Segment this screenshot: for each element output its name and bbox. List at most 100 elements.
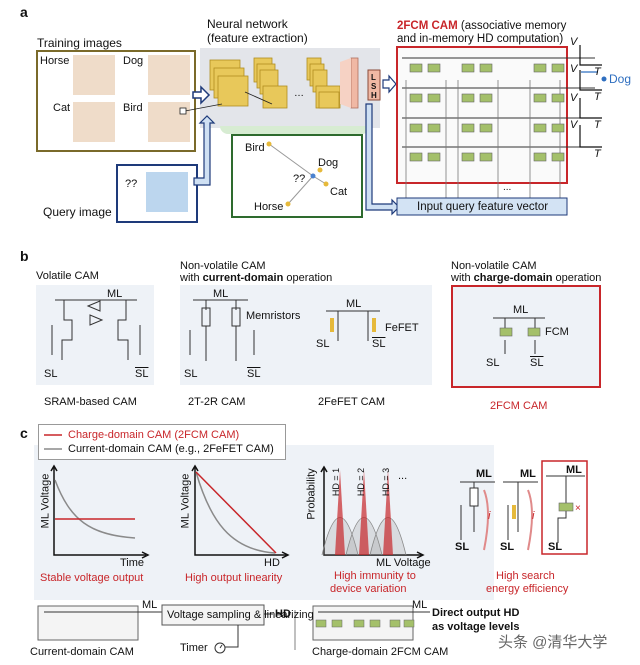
plot3-peak-1: HD = 1 xyxy=(331,467,342,497)
cam-title-rest: (associative memory xyxy=(457,20,567,32)
plot4-current-arrow-2 xyxy=(527,489,533,551)
nv-charge-bold: charge-domain xyxy=(473,272,553,284)
fcm-cell xyxy=(479,152,493,162)
current-domain-caption: Current-domain CAM xyxy=(30,646,134,658)
point-dog xyxy=(317,167,323,173)
nv-current-prefix: with xyxy=(180,272,203,284)
plot4-fcm-box xyxy=(541,460,588,555)
legend-box xyxy=(38,424,286,460)
plot2-caption: High output linearity xyxy=(185,572,283,584)
current-domain-panel xyxy=(180,285,432,385)
nv-current-bold: current-domain xyxy=(202,272,284,284)
fcm-cell xyxy=(409,93,423,103)
embed-label-dog: Dog xyxy=(318,157,339,169)
panel-a-label: a xyxy=(20,4,28,20)
plot3-peak-2: HD = 2 xyxy=(356,467,367,497)
training-label-bird: Bird xyxy=(123,102,143,114)
fcm-cells xyxy=(409,63,565,162)
nv-charge-prefix: with xyxy=(451,272,474,284)
fcm-cell xyxy=(479,93,493,103)
fcm-cell xyxy=(551,152,565,162)
caption-2t2r: 2T-2R CAM xyxy=(188,396,246,408)
fefet-gate-left xyxy=(330,318,334,332)
plot4-memristor xyxy=(469,487,479,507)
axis-v-4: V xyxy=(570,119,578,131)
nv-current-title-line2: with current-domain operation xyxy=(180,272,332,284)
fcm-cell xyxy=(479,63,493,73)
legend-current-label: Current-domain CAM (e.g., 2FeFET CAM) xyxy=(68,443,274,455)
charge-domain-caption: Charge-domain 2FCM CAM xyxy=(312,646,449,658)
arrow-training-to-nn xyxy=(192,85,211,105)
nv-current-suffix: operation xyxy=(283,272,333,284)
panel-c-label: c xyxy=(20,425,28,441)
narrow-distribution xyxy=(383,470,393,555)
nn-green-glow xyxy=(220,126,370,134)
narrow-distribution xyxy=(359,470,369,555)
axis-v-3: V xyxy=(570,92,578,104)
nv-current-title-line1: Non-volatile CAM xyxy=(180,260,266,272)
fcm-ml-label: ML xyxy=(513,304,529,316)
plot2-current-curve xyxy=(195,471,276,554)
plot4-ml-1: ML xyxy=(476,468,492,480)
fcm-cell xyxy=(461,63,475,73)
fcm-cell xyxy=(409,152,423,162)
bottom-fcm-cell xyxy=(353,619,365,628)
axis-t-1: T xyxy=(594,66,601,78)
rr-sl-label: SL xyxy=(184,368,198,380)
cam-match-lines xyxy=(402,57,595,148)
plot3-caption-line1: High immunity to xyxy=(334,570,416,582)
nn-title-line1: Neural network xyxy=(207,17,288,31)
fcm-cell xyxy=(551,63,565,73)
fcm-cell xyxy=(427,152,441,162)
embed-label-horse: Horse xyxy=(254,201,284,213)
bottom-fcm-cell xyxy=(389,619,401,628)
fcm-cell xyxy=(427,123,441,133)
rr-ml-label: ML xyxy=(213,288,229,300)
fcm-cell xyxy=(479,123,493,133)
plot2-xlabel: HD xyxy=(264,557,280,569)
fcm-cell xyxy=(551,123,565,133)
cam-title-line2: and in-memory HD computation) xyxy=(397,33,564,45)
plot4-current-arrow-1 xyxy=(483,489,489,551)
plot1-current-curve xyxy=(54,479,136,539)
plot3-distributions xyxy=(321,470,407,556)
hd-out-label: HD xyxy=(275,608,291,620)
horse-image xyxy=(73,55,115,95)
fcm-cell xyxy=(551,93,565,103)
training-label-horse: Horse xyxy=(40,55,70,67)
embed-label-cat: Cat xyxy=(330,186,348,198)
training-images-title: Training images xyxy=(37,36,122,50)
panel-b-label: b xyxy=(20,248,29,264)
plot4-caption-line2: energy efficiency xyxy=(486,583,569,595)
arrow-query-to-nn xyxy=(193,115,216,186)
dog-image xyxy=(148,55,190,95)
fcm-cell xyxy=(533,123,547,133)
fcm-cell xyxy=(461,152,475,162)
legend-charge-label: Charge-domain CAM (2FCM CAM) xyxy=(68,429,240,441)
arrow-lsh-to-input xyxy=(365,103,400,216)
fefet-sl-label: SL xyxy=(316,338,330,350)
fcm-cell xyxy=(461,123,475,133)
fcm-cell xyxy=(427,93,441,103)
bottom-ml-right: ML xyxy=(412,599,428,611)
fcm-cell-left xyxy=(499,327,513,337)
fcm-slbar-label: SL xyxy=(530,357,544,369)
current-domain-array-box xyxy=(37,605,139,641)
training-label-dog: Dog xyxy=(123,55,144,67)
lsh-letter-l: L xyxy=(371,73,376,82)
fcm-cell xyxy=(409,123,423,133)
nn-title-line2: (feature extraction) xyxy=(207,31,308,45)
fcm-cell-right xyxy=(527,327,541,337)
point-bird xyxy=(266,141,272,147)
plot1-xlabel: Time xyxy=(120,557,145,569)
memristors-label: Memristors xyxy=(246,310,301,322)
plot4-current-1: i xyxy=(488,510,491,522)
bottom-fcm-cell xyxy=(369,619,381,628)
cam-title-bold: 2FCM CAM xyxy=(397,20,458,32)
sram-ml-label: ML xyxy=(107,288,123,300)
plot4-sl-3: SL xyxy=(548,541,563,553)
fcm-cell xyxy=(461,93,475,103)
fefet-slbar-label: SL xyxy=(372,338,386,350)
